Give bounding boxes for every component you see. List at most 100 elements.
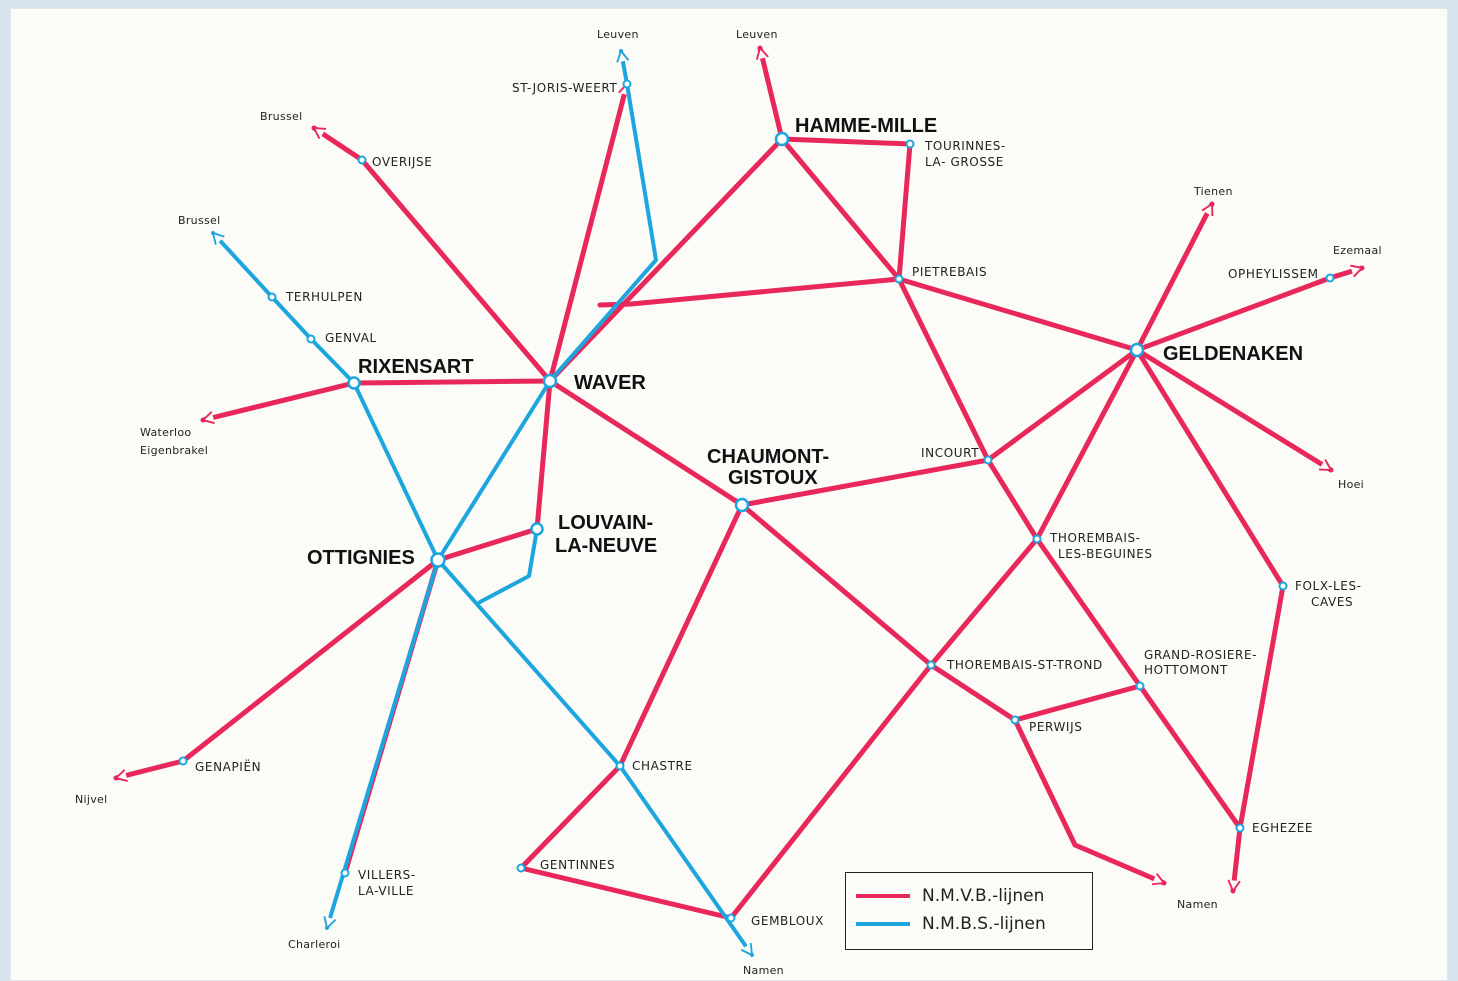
station-marker-perwijs bbox=[1010, 715, 1020, 725]
dest-leuven-1: Leuven bbox=[597, 28, 639, 41]
route-geldenaken-folx bbox=[1134, 347, 1286, 589]
dest-eigenbrakel: Eigenbrakel bbox=[140, 444, 208, 457]
rail-ottignies-brussel bbox=[211, 231, 440, 562]
label-genval: GENVAL bbox=[325, 331, 377, 345]
station-marker-geldenaken bbox=[1129, 342, 1145, 358]
label-villers-la-ville-1: VILLERS- bbox=[358, 868, 416, 882]
label-folx-2: CAVES bbox=[1311, 595, 1353, 609]
station-marker-thorembais-beguines bbox=[1032, 534, 1042, 544]
rail-ottignies-namen bbox=[436, 558, 754, 957]
station-marker-ottignies bbox=[430, 552, 446, 568]
station-markers bbox=[178, 79, 1335, 923]
label-waver: WAVER bbox=[574, 372, 646, 394]
station-marker-tourinnes bbox=[905, 139, 915, 149]
route-waver-louvain-la-neuve bbox=[534, 378, 553, 532]
station-marker-waver bbox=[542, 373, 558, 389]
label-perwijs: PERWIJS bbox=[1029, 720, 1082, 734]
route-chaumont-incourt bbox=[739, 457, 991, 508]
station-marker-rixensart bbox=[347, 376, 361, 390]
station-marker-folx bbox=[1278, 581, 1288, 591]
station-marker-pietrebais bbox=[894, 274, 904, 284]
label-tourinnes-1: TOURINNES- bbox=[924, 139, 1006, 153]
dest-waterloo: Waterloo bbox=[140, 426, 191, 439]
dest-ezemaal: Ezemaal bbox=[1333, 244, 1382, 257]
label-grand-rosiere-1: GRAND-ROSIERE- bbox=[1144, 648, 1257, 662]
dest-tienen: Tienen bbox=[1193, 185, 1233, 198]
station-marker-grand-rosiere bbox=[1135, 681, 1145, 691]
label-terhulpen: TERHULPEN bbox=[285, 290, 363, 304]
rail-ottignies-leuven bbox=[436, 49, 658, 562]
label-tourinnes-2: LA- GROSSE bbox=[925, 155, 1004, 169]
label-thorembais-beguines-1: THOREMBAIS- bbox=[1049, 531, 1141, 545]
label-louvain-la-neuve-1: LOUVAIN- bbox=[558, 512, 653, 534]
route-geldenaken-tienen bbox=[1134, 201, 1215, 353]
legend-swatch-nmbs bbox=[856, 922, 910, 926]
label-gentinnes: GENTINNES bbox=[540, 858, 615, 872]
dest-namen-1: Namen bbox=[1177, 898, 1218, 911]
label-chaumont-gistoux-1: CHAUMONT- bbox=[707, 446, 829, 468]
route-waver-st-joris-weert bbox=[547, 81, 631, 384]
dest-brussel-1: Brussel bbox=[260, 110, 302, 123]
route-folx-eghezee-namen bbox=[1227, 583, 1286, 894]
route-geldenaken-thorembais-beguines bbox=[1034, 347, 1140, 542]
station-marker-thorembais-st-trond bbox=[926, 660, 936, 670]
label-folx-1: FOLX-LES- bbox=[1295, 579, 1362, 593]
route-thorembais-beguines-gembloux bbox=[728, 536, 1040, 921]
station-marker-overijse bbox=[357, 155, 367, 165]
route-waver-chaumont-gistoux bbox=[547, 378, 745, 508]
minor-station-labels: ST-JORIS-WEERT OVERIJSE TOURINNES- LA- G… bbox=[195, 81, 1362, 928]
label-incourt: INCOURT bbox=[921, 446, 979, 460]
station-marker-terhulpen bbox=[267, 292, 277, 302]
route-geldenaken-hoei bbox=[1134, 347, 1334, 473]
label-thorembais-st-trond: THOREMBAIS-ST-TROND bbox=[946, 658, 1103, 672]
major-station-labels: HAMME-MILLE RIXENSART WAVER GELDENAKEN C… bbox=[307, 115, 1303, 569]
station-marker-st-joris-weert bbox=[622, 79, 632, 89]
nmbs-lines bbox=[211, 49, 754, 957]
station-marker-eghezee bbox=[1235, 823, 1245, 833]
label-geldenaken: GELDENAKEN bbox=[1163, 343, 1303, 365]
station-marker-gentinnes bbox=[516, 863, 526, 873]
station-marker-opheylissem bbox=[1325, 273, 1335, 283]
station-marker-villers-la-ville bbox=[340, 868, 350, 878]
label-louvain-la-neuve-2: LA-NEUVE bbox=[555, 535, 657, 557]
legend-label-nmbs: N.M.B.S.-lijnen bbox=[922, 914, 1046, 934]
route-perwijs-namen bbox=[1012, 717, 1167, 886]
legend-swatch-nmvb bbox=[856, 894, 910, 898]
label-genapien: GENAPIËN bbox=[195, 759, 261, 774]
route-waver-hamme-mille bbox=[547, 136, 785, 384]
route-rixensart-waver bbox=[351, 378, 553, 386]
route-rixensart-waterloo bbox=[200, 380, 357, 425]
station-marker-chaumont-gistoux bbox=[734, 497, 750, 513]
dest-brussel-2: Brussel bbox=[178, 214, 220, 227]
station-marker-louvain-la-neuve bbox=[530, 522, 544, 536]
route-ottignies-genapien-nijvel bbox=[113, 557, 441, 782]
label-overijse: OVERIJSE bbox=[372, 155, 432, 169]
label-chaumont-gistoux-2: GISTOUX bbox=[728, 467, 818, 489]
station-marker-genval bbox=[306, 334, 316, 344]
rail-louvain-la-neuve-branch bbox=[478, 527, 539, 604]
label-chastre: CHASTRE bbox=[632, 759, 693, 773]
label-grand-rosiere-2: HOTTOMONT bbox=[1144, 663, 1228, 677]
destination-labels: Leuven Leuven Brussel Brussel Tienen Eze… bbox=[75, 28, 1382, 977]
route-geldenaken-incourt bbox=[985, 347, 1140, 463]
label-rixensart: RIXENSART bbox=[358, 356, 474, 378]
station-marker-hamme-mille bbox=[774, 131, 790, 147]
route-chaumont-thorembais-st-trond bbox=[739, 502, 1143, 723]
dest-namen-2: Namen bbox=[743, 964, 784, 977]
label-thorembais-beguines-2: LES-BEGUINES bbox=[1058, 547, 1153, 561]
route-chaumont-chastre-gentinnes bbox=[518, 502, 745, 921]
legend-row-nmvb: N.M.V.B.-lijnen bbox=[856, 883, 1044, 909]
dest-nijvel: Nijvel bbox=[75, 793, 107, 806]
route-hamme-mille-pietrebais bbox=[779, 136, 902, 282]
route-hamme-mille-leuven bbox=[755, 45, 785, 142]
route-louvain-la-neuve-ottignies bbox=[435, 526, 540, 563]
label-pietrebais: PIETREBAIS bbox=[912, 265, 987, 279]
label-hamme-mille: HAMME-MILLE bbox=[795, 115, 937, 137]
rail-ottignies-charleroi bbox=[323, 558, 440, 930]
dest-hoei: Hoei bbox=[1338, 478, 1364, 491]
dest-leuven-2: Leuven bbox=[736, 28, 778, 41]
dest-charleroi: Charleroi bbox=[288, 938, 341, 951]
route-pietrebais-geldenaken bbox=[896, 276, 1140, 353]
station-marker-gembloux bbox=[726, 913, 736, 923]
